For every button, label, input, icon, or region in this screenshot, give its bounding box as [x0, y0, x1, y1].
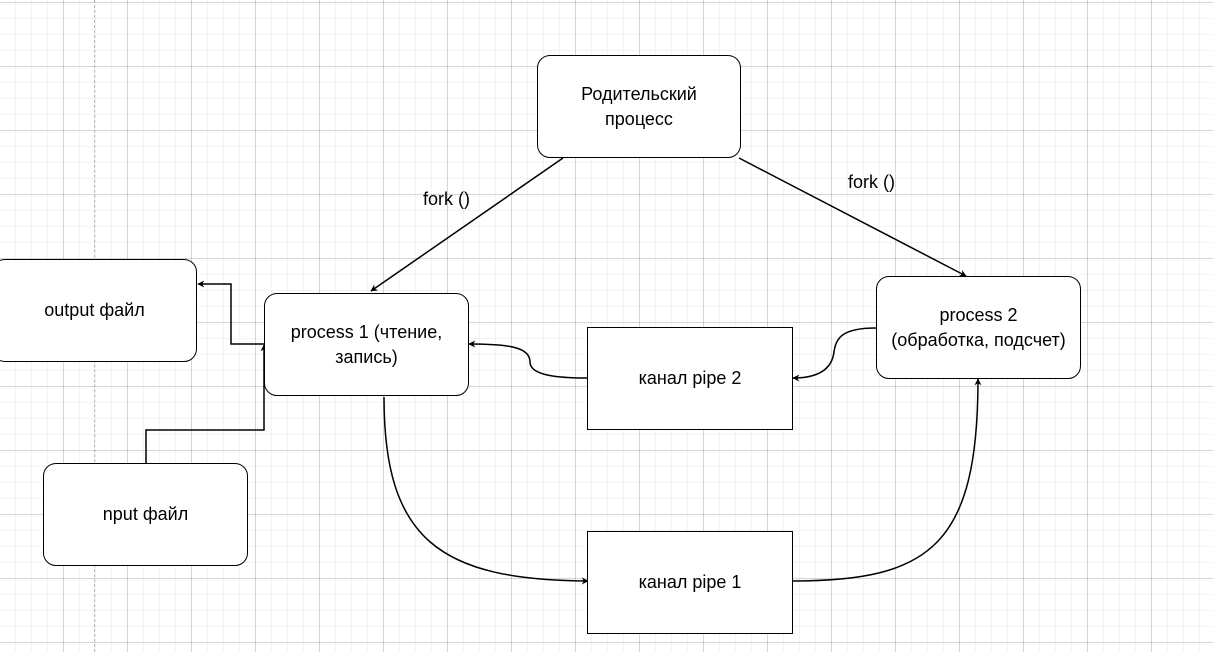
process1-node[interactable]: process 1 (чтение, запись) [264, 293, 469, 396]
pipe2-node[interactable]: канал pipe 2 [587, 327, 793, 430]
parent-process-node[interactable]: Родительский процесс [537, 55, 741, 158]
edge-process1-to-output[interactable] [197, 280, 264, 345]
process2-node[interactable]: process 2 (обработка, подсчет) [876, 276, 1081, 379]
edge-input-to-process1[interactable] [145, 344, 268, 464]
edge-fork-to-process1[interactable] [370, 157, 564, 292]
edge-process2-to-pipe2[interactable] [792, 327, 877, 382]
fork-label-right: fork () [848, 172, 895, 192]
edge-fork-to-process2[interactable] [738, 157, 967, 277]
input-file-node[interactable]: nput файл [43, 463, 248, 566]
edge-process1-to-pipe1[interactable] [383, 396, 589, 585]
pipe1-node[interactable]: канал pipe 1 [587, 531, 793, 634]
edge-pipe1-to-process2[interactable] [792, 378, 982, 582]
output-file-node[interactable]: output файл [0, 259, 197, 362]
fork-label-left: fork () [423, 189, 470, 209]
edge-pipe2-to-process1[interactable] [468, 340, 588, 379]
